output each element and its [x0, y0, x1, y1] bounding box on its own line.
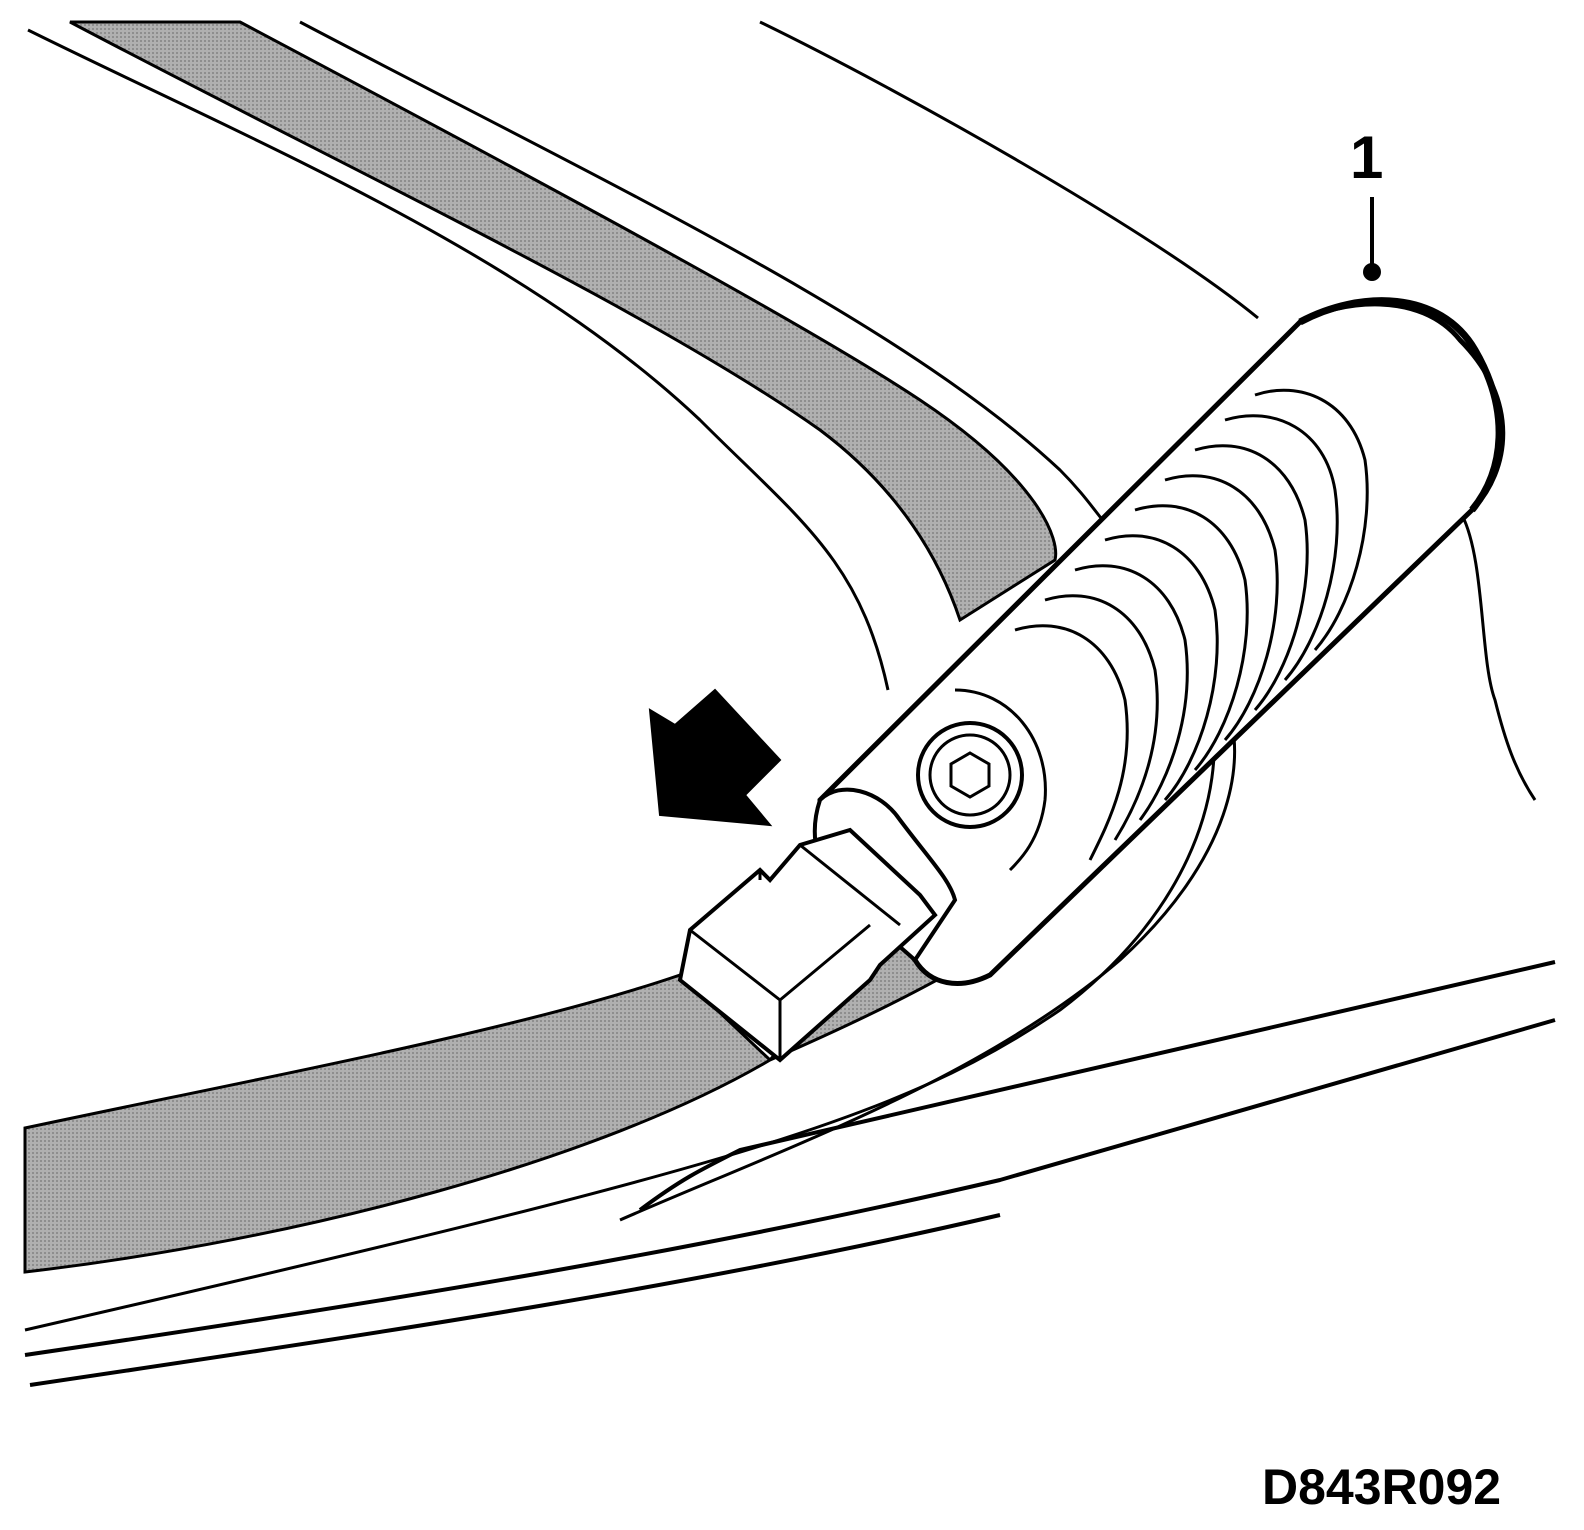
callout-number-1: 1 — [1350, 124, 1384, 191]
handle-collar — [954, 688, 1047, 872]
trim-lines-bottom — [24, 960, 1556, 1387]
removal-blade — [677, 827, 938, 1063]
grip-ribs — [1014, 388, 1369, 861]
thick-arrow-icon — [648, 688, 782, 827]
seal-outline-right — [24, 699, 1237, 1332]
drawing-reference-code: D843R092 — [1262, 1459, 1502, 1515]
seal-strip — [69, 20, 1058, 623]
hex-socket-screw-icon — [916, 721, 1024, 829]
handle-end-cap — [1298, 297, 1503, 513]
callout-1-leader — [1363, 197, 1381, 281]
body-outline-top — [27, 20, 1537, 801]
